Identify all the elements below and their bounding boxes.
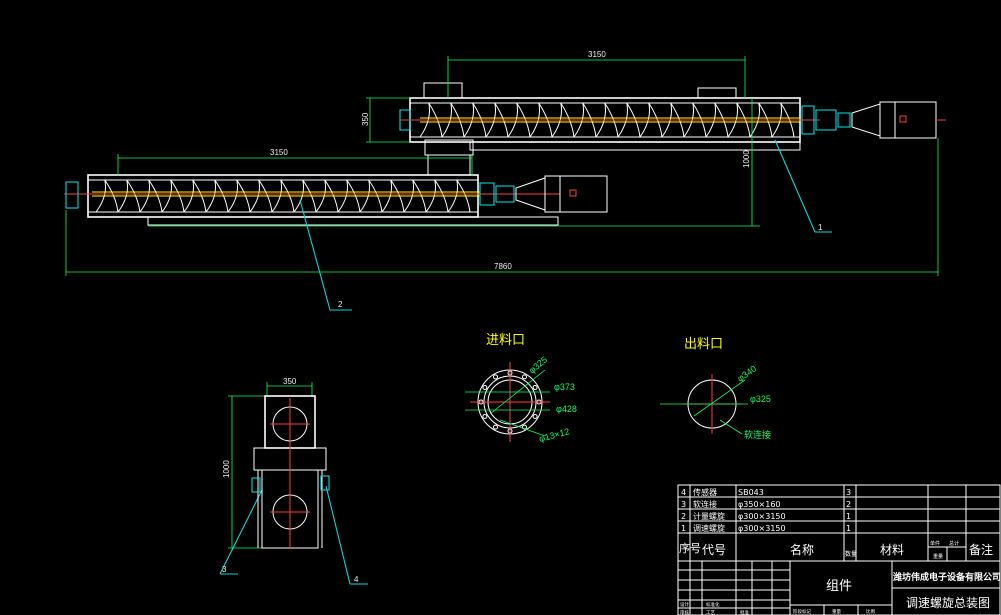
dimension-lines: 3150 350 1000 3150 7860: [65, 50, 939, 276]
title-small-stage: 阶段标记: [793, 608, 811, 615]
bom-header-note: 备注: [969, 542, 993, 557]
outlet-detail: 出料口 φ340 φ325 软连接: [660, 337, 771, 440]
bom-name-4: 传感器: [693, 487, 717, 497]
dim-bottom-length: 3150: [270, 148, 288, 157]
bom-code-3: φ350×160: [738, 500, 781, 509]
title-small-review: 审核: [680, 609, 689, 615]
dim-height-1000: 1000: [742, 150, 751, 168]
dim-top-length: 3150: [588, 50, 606, 59]
bom-code-1: φ300×3150: [738, 524, 786, 533]
title-drawing-name: 调速螺旋总装图: [906, 596, 990, 610]
inlet-label-428: φ428: [556, 404, 577, 414]
inlet-bolt-holes: [478, 370, 542, 434]
balloon-2: 2: [338, 300, 343, 309]
title-company: 潍坊伟成电子设备有限公司: [893, 571, 1001, 583]
title-small-scale: 比例: [866, 608, 875, 615]
inlet-label-325: φ325: [527, 354, 549, 375]
bom-code-4: SB043: [738, 488, 764, 497]
outlet-label-340: φ340: [735, 363, 758, 383]
title-small-weight: 重量: [832, 608, 841, 615]
inlet-label-373: φ373: [554, 382, 575, 392]
bolt-hole: [522, 374, 527, 380]
bom-header-unit: 单件: [930, 540, 940, 547]
bom-header-code: 代号: [702, 543, 726, 557]
upper-screw-conveyor: [399, 82, 946, 151]
bom-name-2: 计量螺旋: [693, 511, 725, 521]
title-block: 组件 潍坊伟成电子设备有限公司 调速螺旋总装图 设计 标准化 审核 工艺 批准 …: [678, 561, 1001, 615]
bom-qty-4: 3: [846, 488, 851, 497]
bom-header-weight: 重量: [933, 553, 943, 560]
bom-header-material: 材料: [880, 543, 904, 557]
title-small-approve: 批准: [740, 609, 749, 615]
dim-side-height: 1000: [222, 460, 231, 478]
title-group: 组件: [826, 579, 852, 594]
side-view: 350 1000: [222, 377, 330, 549]
outlet-title: 出料口: [684, 337, 723, 352]
bom-no-1: 1: [681, 524, 686, 533]
title-small-process: 工艺: [706, 610, 715, 615]
balloon-3: 3: [222, 565, 227, 574]
bom-header-total: 总计: [949, 540, 959, 547]
bom-table: 4 传感器 SB043 3 3 软连接 φ350×160 2 2 计量螺旋 φ3…: [677, 484, 1001, 615]
bom-no-4: 4: [681, 488, 686, 497]
bom-header-qty: 数量: [845, 550, 857, 558]
bolt-hole: [482, 385, 488, 390]
bom-qty-1: 1: [846, 524, 851, 533]
title-small-design: 设计: [680, 601, 689, 608]
balloon-1: 1: [818, 223, 823, 232]
bom-header-no: 序号: [679, 541, 701, 555]
outlet-label-325: φ325: [750, 394, 771, 404]
bolt-hole: [482, 414, 488, 419]
bom-name-3: 软连接: [693, 499, 717, 509]
dim-total-length: 7860: [494, 262, 512, 271]
leader-balloons: 1 2 3 4: [219, 139, 832, 585]
bom-no-2: 2: [681, 512, 686, 521]
bom-name-1: 调速螺旋: [693, 523, 725, 533]
inlet-title: 进料口: [486, 333, 525, 348]
outlet-label-flex: 软连接: [744, 429, 771, 440]
dim-side-width: 350: [283, 377, 297, 386]
bolt-hole: [493, 374, 498, 380]
bolt-hole: [532, 385, 538, 390]
balloon-4: 4: [354, 575, 359, 584]
inlet-label-holes: φ13×12: [538, 426, 571, 444]
title-small-standard: 标准化: [706, 601, 720, 608]
bom-header-name: 名称: [790, 542, 814, 557]
bom-no-3: 3: [681, 500, 686, 509]
bom-code-2: φ300×3150: [738, 512, 786, 521]
inlet-detail: 进料口 φ325 φ373 φ428 φ13×12: [465, 333, 577, 444]
dim-inlet-height: 350: [361, 112, 370, 126]
bolt-hole: [493, 424, 498, 430]
bom-qty-3: 2: [846, 500, 851, 509]
bolt-hole: [532, 414, 538, 419]
lower-screw-conveyor: [64, 139, 608, 226]
bom-qty-2: 1: [846, 512, 851, 521]
